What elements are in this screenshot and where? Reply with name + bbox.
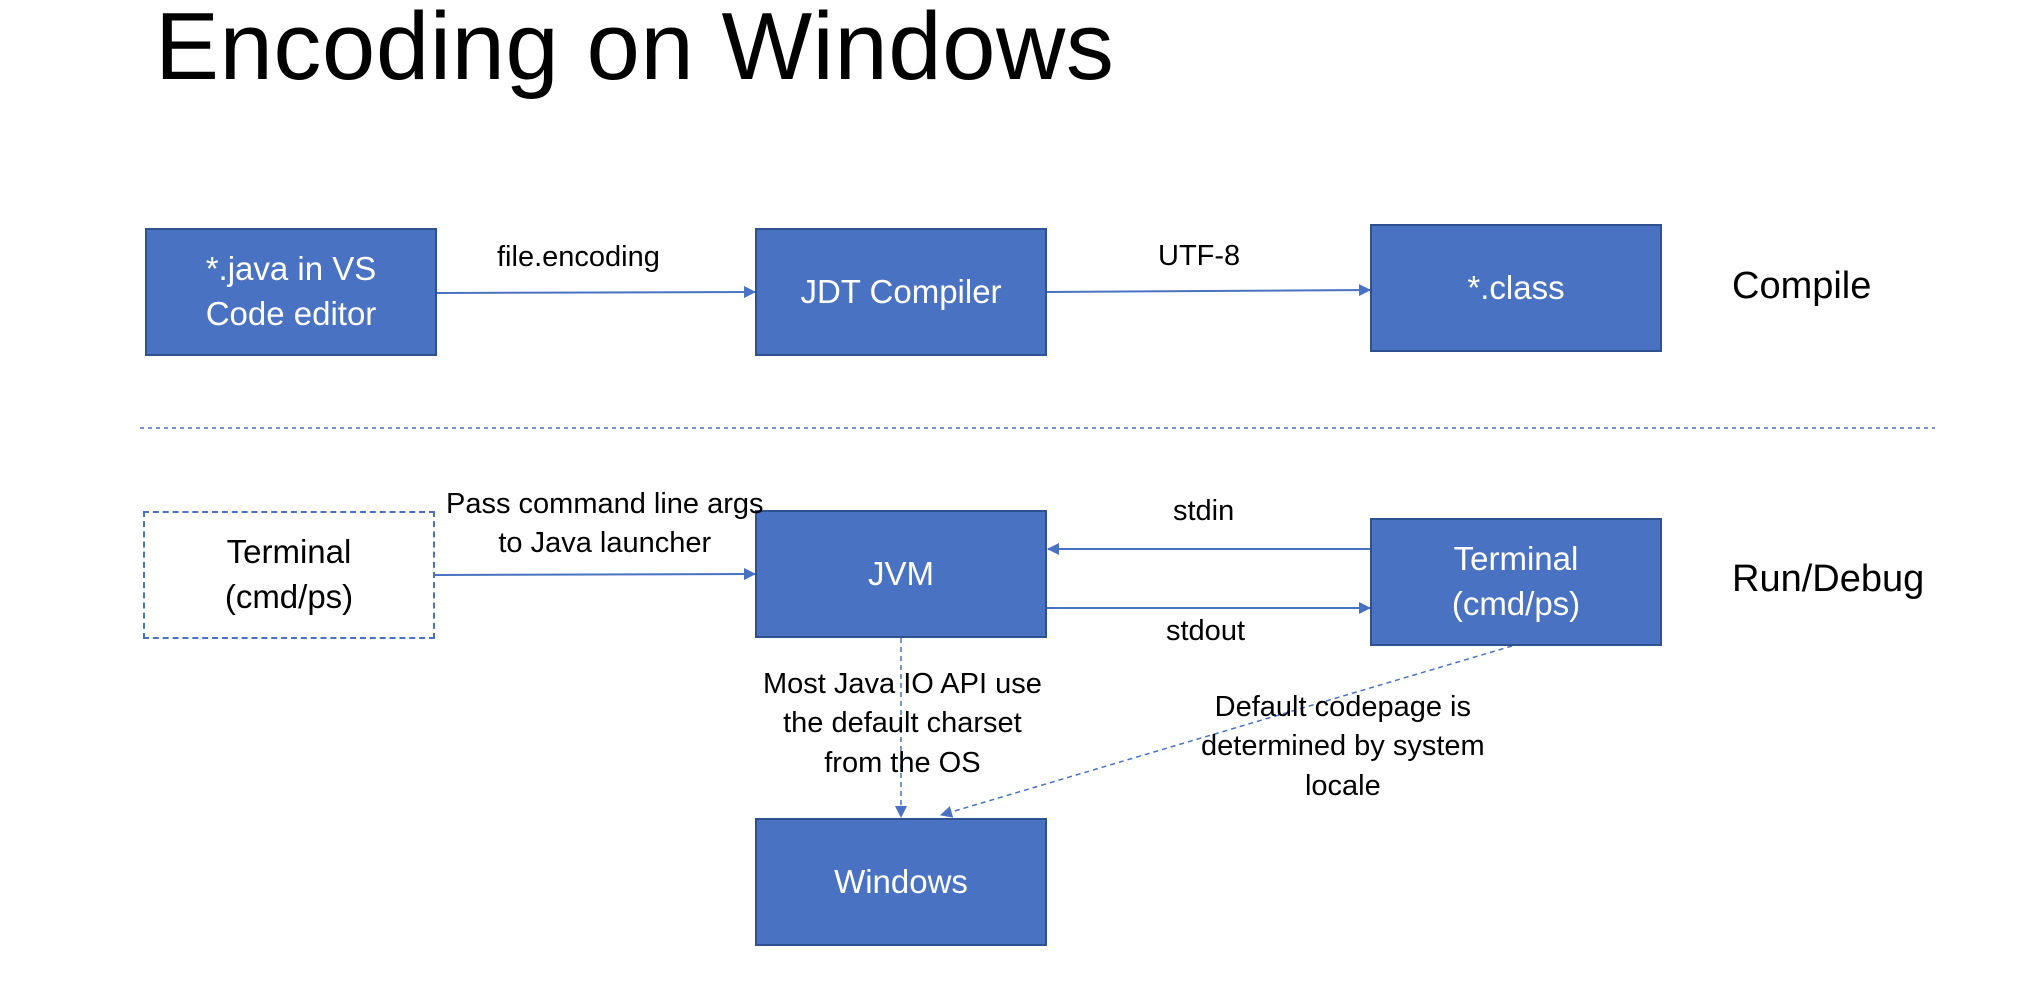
terminal-left-box: Terminal (cmd/ps)	[143, 511, 435, 639]
stdout-label: stdout	[1166, 615, 1245, 647]
pass-args-label: Pass command line args to Java launcher	[446, 485, 764, 564]
file-encoding-label: file.encoding	[497, 241, 660, 273]
pass-args-label-line-1: Pass command line args	[446, 488, 764, 520]
jdt-compiler-box: JDT Compiler	[755, 228, 1047, 356]
arrow-terminal-to-jvm	[432, 568, 756, 581]
class-files-box: *.class	[1370, 224, 1662, 352]
java-io-label-line-3: from the OS	[824, 746, 981, 779]
java-io-label-line-2: the default charset	[783, 707, 1022, 740]
terminal-right-box: Terminal (cmd/ps)	[1370, 518, 1662, 646]
run-debug-section-label: Run/Debug	[1732, 558, 1925, 600]
utf8-label: UTF-8	[1158, 240, 1241, 272]
default-codepage-label: Default codepage is determined by system…	[1201, 688, 1485, 806]
java-io-label: Most Java IO API use the default charset…	[763, 665, 1042, 783]
terminal-right-label-line-1: Terminal	[1453, 540, 1579, 578]
default-codepage-label-line-2: determined by system	[1201, 730, 1485, 763]
terminal-right-label-line-2: (cmd/ps)	[1451, 585, 1581, 622]
compile-section-label: Compile	[1732, 265, 1872, 307]
terminal-left-label-line-1: Terminal	[226, 533, 352, 571]
arrow-compiler-to-class	[1046, 284, 1371, 297]
java-editor-box: *.java in VS Code editor	[145, 228, 437, 356]
windows-box: Windows	[755, 818, 1047, 946]
default-codepage-label-line-1: Default codepage is	[1214, 691, 1471, 723]
windows-label: Windows	[834, 862, 968, 900]
java-editor-label-line-2: Code editor	[205, 295, 377, 332]
class-files-label: *.class	[1467, 268, 1565, 306]
default-codepage-label-line-3: locale	[1304, 769, 1381, 802]
slide-title: Encoding on Windows	[155, 0, 1115, 100]
jvm-label: JVM	[868, 554, 934, 592]
terminal-left-label-line-2: (cmd/ps)	[224, 578, 354, 615]
arrow-editor-to-compiler	[436, 286, 756, 299]
pass-args-label-line-2: to Java launcher	[498, 527, 712, 560]
jdt-compiler-label: JDT Compiler	[800, 272, 1002, 310]
java-io-label-line-1: Most Java IO API use	[763, 668, 1042, 700]
jvm-box: JVM	[755, 510, 1047, 638]
java-editor-label-line-1: *.java in VS	[205, 250, 377, 288]
stdin-label: stdin	[1173, 495, 1235, 527]
